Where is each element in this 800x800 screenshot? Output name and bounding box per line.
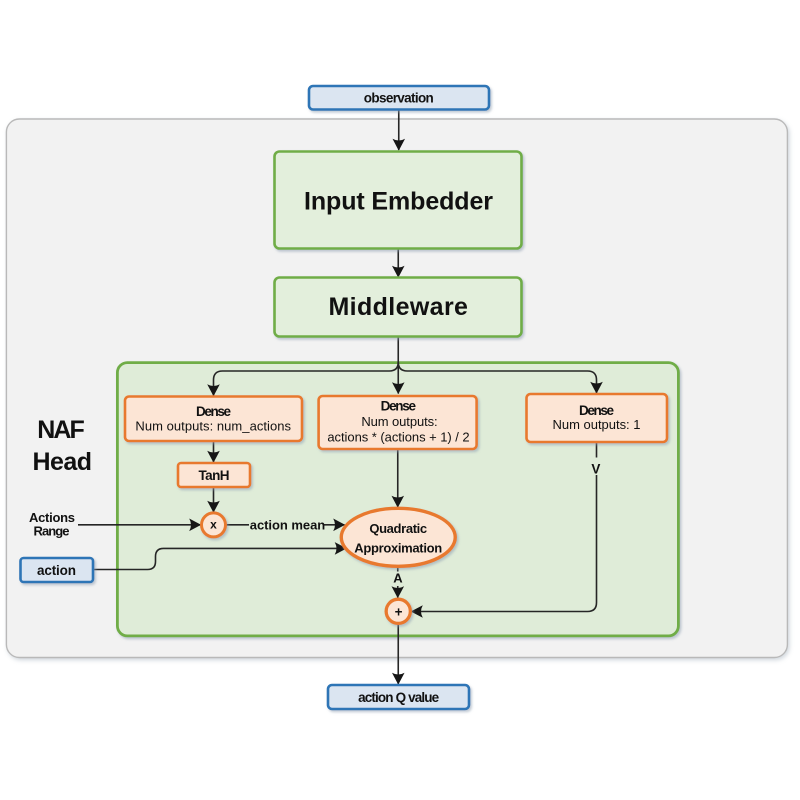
svg-text:+: + — [395, 604, 403, 619]
svg-text:x: x — [210, 517, 217, 531]
svg-text:action Q value: action Q value — [358, 690, 439, 705]
svg-text:Middleware: Middleware — [328, 293, 468, 321]
svg-text:Range: Range — [34, 524, 70, 539]
svg-text:Num outputs: 1: Num outputs: 1 — [553, 417, 641, 432]
svg-text:Quadratic: Quadratic — [369, 521, 427, 536]
svg-text:Head: Head — [33, 448, 93, 476]
svg-text:V: V — [591, 462, 600, 477]
svg-text:Dense: Dense — [196, 404, 231, 419]
svg-text:A: A — [393, 570, 403, 585]
svg-text:actions * (actions + 1) / 2: actions * (actions + 1) / 2 — [327, 429, 469, 444]
svg-text:Dense: Dense — [381, 398, 417, 413]
svg-text:TanH: TanH — [199, 468, 230, 483]
svg-text:Dense: Dense — [579, 403, 614, 418]
svg-text:Approximation: Approximation — [354, 541, 442, 556]
svg-text:observation: observation — [364, 90, 434, 105]
svg-text:Input Embedder: Input Embedder — [304, 188, 493, 216]
svg-text:Actions: Actions — [29, 510, 75, 525]
svg-text:Num outputs: num_actions: Num outputs: num_actions — [135, 418, 291, 433]
svg-text:NAF: NAF — [37, 416, 85, 444]
svg-text:action mean: action mean — [250, 517, 326, 532]
svg-text:action: action — [37, 563, 76, 578]
svg-text:Num outputs:: Num outputs: — [361, 414, 437, 429]
